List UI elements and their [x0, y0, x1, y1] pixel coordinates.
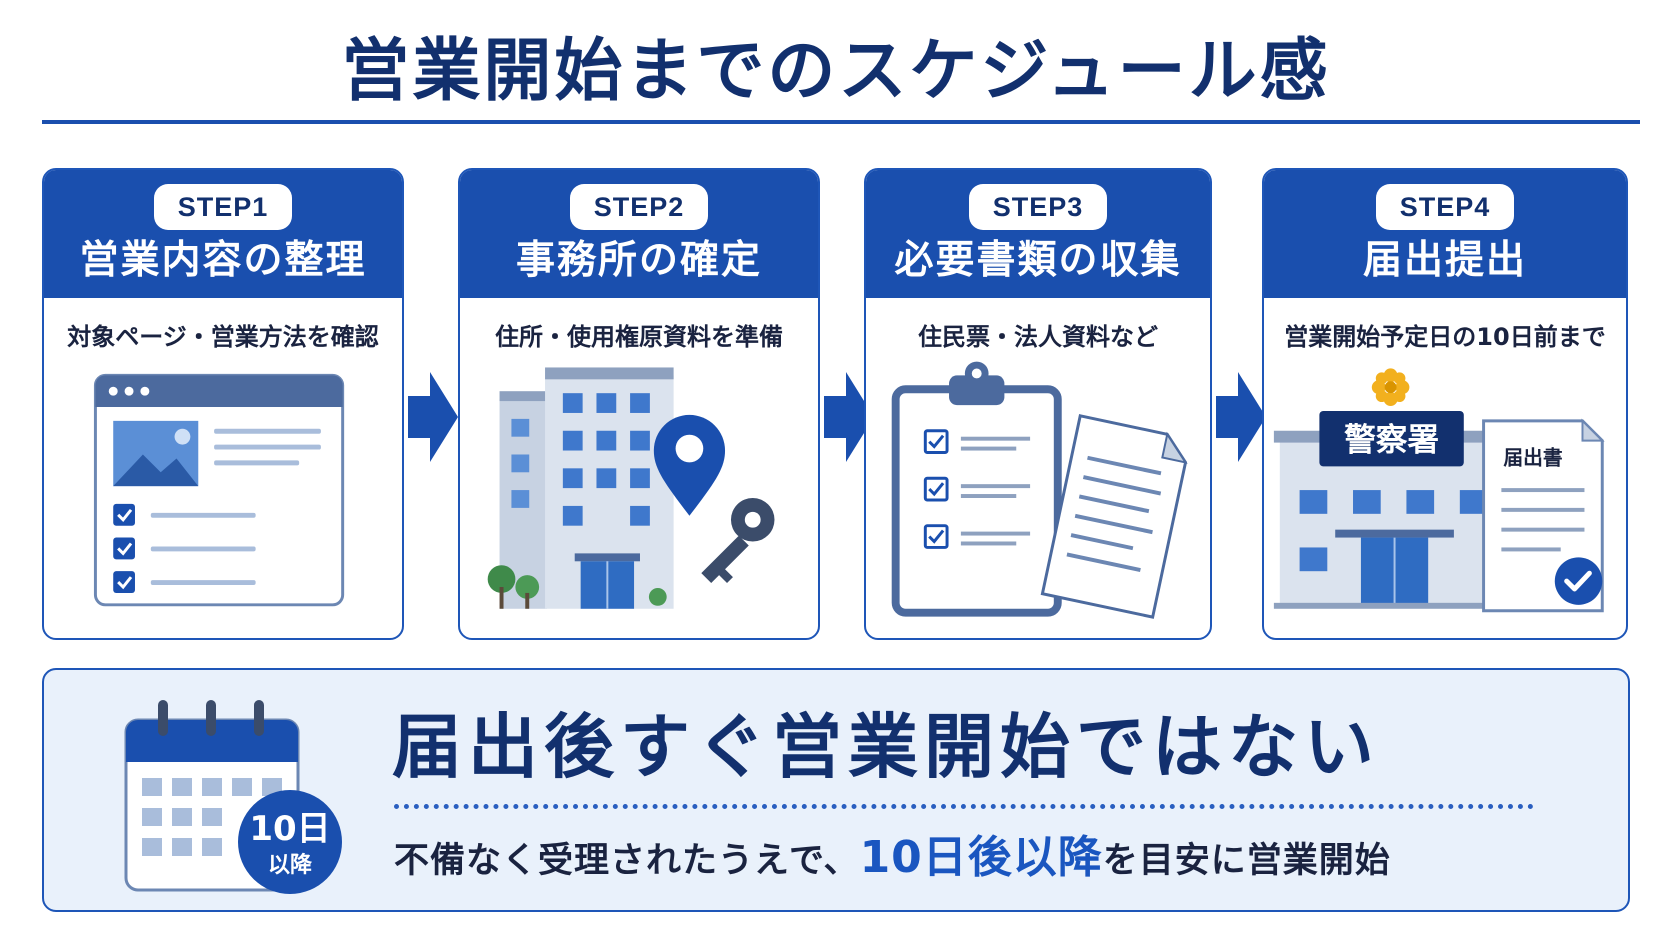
calendar-badge-after: 以降: [268, 853, 313, 878]
step-description: 対象ページ・営業方法を確認: [67, 323, 379, 351]
title-underline: [42, 120, 1640, 124]
step-title: 事務所の確定: [515, 238, 762, 283]
step-number-badge: STEP1: [154, 184, 292, 230]
step-title: 必要書類の収集: [894, 238, 1182, 283]
step-card-1: STEP1 営業内容の整理 対象ページ・営業方法を確認: [42, 168, 404, 640]
step-header: STEP3 必要書類の収集: [866, 170, 1210, 298]
step-title: 営業内容の整理: [79, 238, 367, 283]
step-description: 住所・使用権原資料を準備: [495, 323, 783, 351]
step-description: 営業開始予定日の10日前まで: [1284, 323, 1606, 351]
office-building-icon: [487, 367, 775, 609]
calendar-badge-days: 10日: [249, 809, 330, 849]
arrow-right-icon: [1216, 372, 1266, 462]
clipboard-checklist-icon: [891, 361, 1188, 619]
step-header: STEP2 事務所の確定: [460, 170, 818, 298]
step-number-badge: STEP2: [570, 184, 708, 230]
step-number-badge: STEP3: [969, 184, 1107, 230]
subtext-tail: を目安に営業開始: [1102, 841, 1391, 881]
arrow-right-icon: [408, 372, 458, 462]
notification-form-label: 届出書: [1503, 446, 1563, 469]
callout-heading: 届出後すぐ営業開始ではない: [392, 706, 1380, 788]
page-title: 営業開始までのスケジュール感: [341, 32, 1331, 111]
dotted-divider: [394, 804, 1534, 809]
callout-subtext: 不備なく受理されたうえで、10日後以降を目安に営業開始: [394, 828, 1594, 891]
station-sign: 警察署: [1344, 423, 1439, 459]
calendar-icon: 10日 以降: [124, 700, 342, 894]
step-title: 届出提出: [1362, 238, 1527, 283]
step-card-2: STEP2 事務所の確定 住所・使用権原資料を準備: [458, 168, 820, 640]
step-header: STEP4 届出提出: [1264, 170, 1626, 298]
step-number-badge: STEP4: [1376, 184, 1514, 230]
police-station-icon: 警察署 届出書: [1273, 368, 1605, 613]
step-card-3: STEP3 必要書類の収集 住民票・法人資料など: [864, 168, 1212, 640]
subtext-highlight: 10日後以降: [859, 832, 1103, 883]
bottom-callout: 10日 以降 届出後すぐ営業開始ではない 不備なく受理されたうえで、10日後以降…: [42, 668, 1630, 912]
step-card-4: STEP4 届出提出 営業開始予定日の10日前まで 警察署 届出書: [1262, 168, 1628, 640]
browser-window-icon: [93, 373, 345, 607]
step-header: STEP1 営業内容の整理: [44, 170, 402, 298]
step-description: 住民票・法人資料など: [918, 323, 1158, 351]
subtext-lead: 不備なく受理されたうえで、: [394, 841, 860, 881]
arrow-right-icon: [824, 372, 874, 462]
